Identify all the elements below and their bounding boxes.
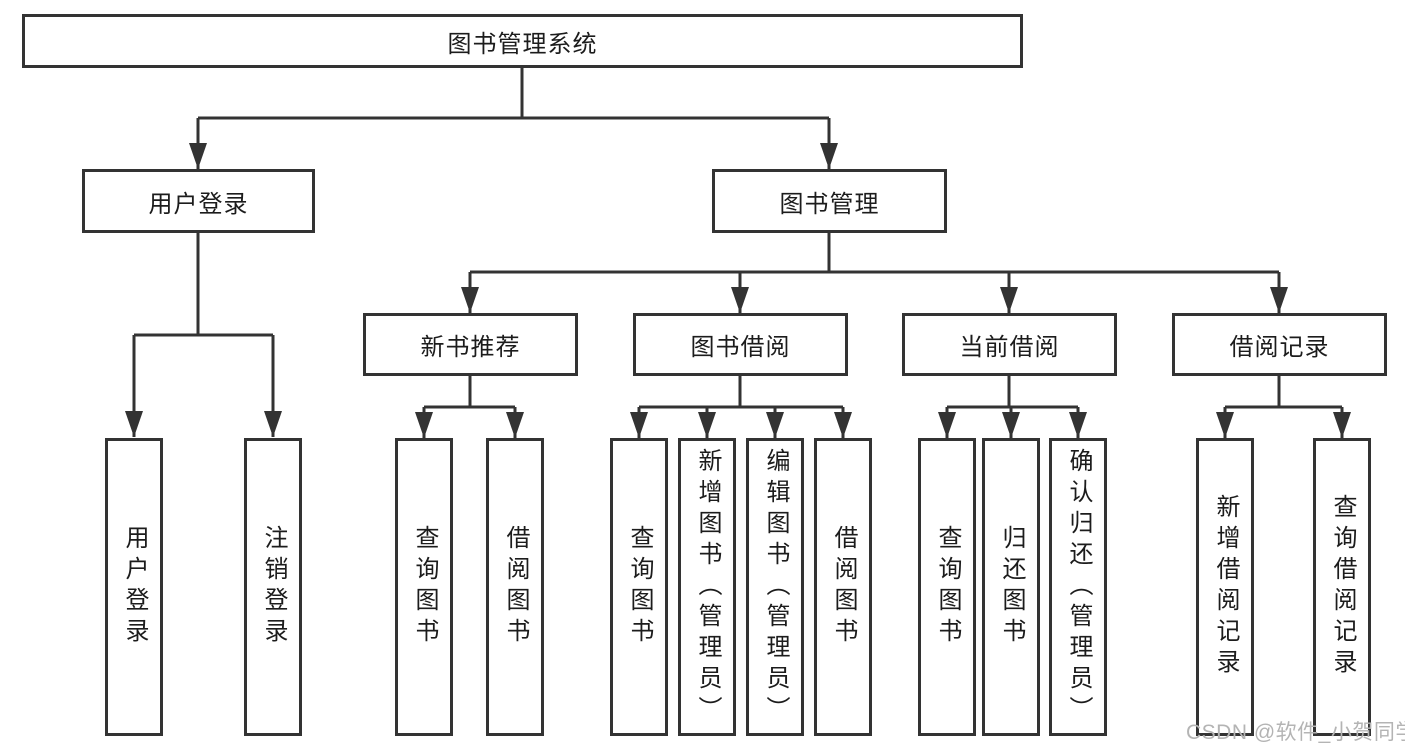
edge-user-login-to-leaves <box>125 233 282 437</box>
node-user-login: 用户登录 <box>82 169 315 233</box>
edge-book-borrow-to-leaves <box>630 376 852 438</box>
leaf-borrow-query-book: 查询图书 <box>610 438 668 736</box>
node-library-management-system: 图书管理系统 <box>22 14 1023 68</box>
edge-borrow-record-to-leaves <box>1216 376 1351 438</box>
edge-new-book-recommend-to-leaves <box>415 376 524 438</box>
leaf-confirm-return-admin: 确认归还（管理员） <box>1049 438 1107 736</box>
edge-book-management-to-level3 <box>461 233 1288 313</box>
leaf-recommend-borrow-book: 借阅图书 <box>486 438 544 736</box>
node-current-borrow: 当前借阅 <box>902 313 1117 376</box>
node-book-borrow: 图书借阅 <box>633 313 848 376</box>
leaf-borrow-book: 借阅图书 <box>814 438 872 736</box>
leaf-query-borrow-record: 查询借阅记录 <box>1313 438 1371 736</box>
leaf-recommend-query-book: 查询图书 <box>395 438 453 736</box>
leaf-current-query-book: 查询图书 <box>918 438 976 736</box>
leaf-logout: 注销登录 <box>244 438 302 736</box>
leaf-add-book-admin: 新增图书（管理员） <box>678 438 736 736</box>
edge-current-borrow-to-leaves <box>938 376 1087 438</box>
node-borrow-record: 借阅记录 <box>1172 313 1387 376</box>
leaf-user-login: 用户登录 <box>105 438 163 736</box>
csdn-watermark: CSDN @软件_小贺同学 <box>1186 721 1405 744</box>
edge-root-to-level2 <box>189 68 838 169</box>
leaf-add-borrow-record: 新增借阅记录 <box>1196 438 1254 736</box>
leaf-return-book: 归还图书 <box>982 438 1040 736</box>
node-new-book-recommend: 新书推荐 <box>363 313 578 376</box>
leaf-edit-book-admin: 编辑图书（管理员） <box>746 438 804 736</box>
node-book-management: 图书管理 <box>712 169 947 233</box>
